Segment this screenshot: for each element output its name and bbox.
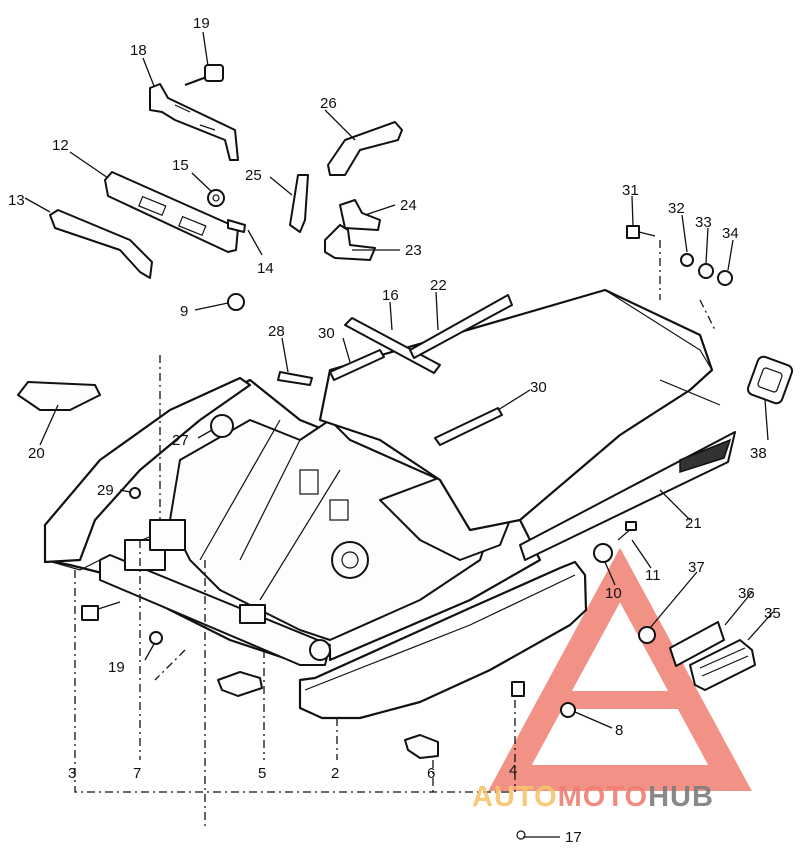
callout-4: 4 bbox=[509, 762, 517, 779]
rail-13 bbox=[49, 209, 153, 279]
trim-plate-12 bbox=[104, 171, 239, 253]
watermark-hub: HUB bbox=[648, 781, 714, 813]
callout-30-lower: 30 bbox=[530, 379, 547, 396]
callout-30-upper: 30 bbox=[318, 325, 335, 342]
nut-37 bbox=[638, 626, 656, 644]
callout-16: 16 bbox=[382, 287, 399, 304]
reflector-38 bbox=[746, 355, 794, 405]
nut-34 bbox=[717, 270, 733, 286]
callout-17: 17 bbox=[565, 829, 582, 846]
callout-27: 27 bbox=[172, 432, 189, 449]
callout-25: 25 bbox=[245, 167, 262, 184]
callout-26: 26 bbox=[320, 95, 337, 112]
callout-15: 15 bbox=[172, 157, 189, 174]
grommet-10 bbox=[593, 543, 613, 563]
plug-4 bbox=[511, 681, 525, 697]
reflector-35 bbox=[689, 639, 756, 691]
bolt-19-lower bbox=[81, 601, 121, 621]
callout-36: 36 bbox=[738, 585, 755, 602]
callout-19-top: 19 bbox=[193, 15, 210, 32]
callout-23: 23 bbox=[405, 242, 422, 259]
bracket-23 bbox=[324, 224, 376, 261]
watermark-moto: MOTO bbox=[558, 781, 648, 813]
bracket-24 bbox=[339, 199, 381, 231]
callout-31: 31 bbox=[622, 182, 639, 199]
rod-16 bbox=[344, 317, 441, 374]
svg-text:AUTOMOTOHUB: AUTOMOTOHUB bbox=[472, 781, 714, 813]
clamp-6 bbox=[404, 734, 439, 759]
grommet-9 bbox=[227, 293, 245, 311]
leader-lines bbox=[24, 31, 774, 838]
callout-labels: 19 18 26 12 15 25 24 13 14 23 31 32 33 3… bbox=[8, 15, 781, 846]
pin-28 bbox=[277, 371, 313, 386]
callout-28: 28 bbox=[268, 323, 285, 340]
callout-10: 10 bbox=[605, 585, 622, 602]
callout-8: 8 bbox=[615, 722, 623, 739]
bolt-31 bbox=[626, 225, 656, 239]
callout-13: 13 bbox=[8, 192, 25, 209]
clip-14 bbox=[227, 219, 246, 233]
washer-19-lower bbox=[149, 631, 163, 645]
callout-12: 12 bbox=[52, 137, 69, 154]
callout-37: 37 bbox=[688, 559, 705, 576]
cap-29 bbox=[129, 487, 141, 499]
callout-2: 2 bbox=[331, 765, 339, 782]
callout-21: 21 bbox=[685, 515, 702, 532]
callout-38: 38 bbox=[750, 445, 767, 462]
bolt-19-top bbox=[184, 64, 224, 86]
callout-20: 20 bbox=[28, 445, 45, 462]
clip-5 bbox=[217, 671, 263, 697]
callout-11: 11 bbox=[645, 567, 661, 584]
watermark-logo-triangle bbox=[488, 547, 752, 791]
watermark-text: AUTOMOTOHUB bbox=[472, 781, 714, 813]
callout-35: 35 bbox=[764, 605, 781, 622]
watermark-auto: AUTO bbox=[472, 781, 558, 813]
callout-34: 34 bbox=[722, 225, 739, 242]
clip-17 bbox=[516, 830, 526, 840]
rod-30-upper bbox=[329, 349, 385, 381]
callout-22: 22 bbox=[430, 277, 447, 294]
callout-33: 33 bbox=[695, 214, 712, 231]
callout-5: 5 bbox=[258, 765, 266, 782]
grommet-15 bbox=[207, 189, 225, 207]
bracket-18 bbox=[149, 83, 239, 161]
frame-base bbox=[43, 378, 542, 666]
bracket-26 bbox=[327, 121, 403, 176]
nut-8 bbox=[560, 702, 576, 718]
callout-6: 6 bbox=[427, 765, 435, 782]
front-side-cowl bbox=[43, 376, 252, 564]
callout-14: 14 bbox=[257, 260, 274, 277]
bushing-27 bbox=[210, 414, 234, 438]
hose-25 bbox=[289, 174, 309, 233]
callout-7: 7 bbox=[133, 765, 141, 782]
callout-3: 3 bbox=[68, 765, 76, 782]
assembly-lines bbox=[74, 240, 716, 830]
callout-19-lower: 19 bbox=[108, 659, 125, 676]
strip-22 bbox=[409, 294, 513, 359]
callout-9: 9 bbox=[180, 303, 188, 320]
callout-29: 29 bbox=[97, 482, 114, 499]
callout-24: 24 bbox=[400, 197, 417, 214]
guard-20 bbox=[17, 381, 101, 411]
bracket-36 bbox=[669, 621, 725, 667]
rod-30-lower bbox=[434, 407, 503, 446]
washer-33 bbox=[698, 263, 714, 279]
washer-32 bbox=[680, 253, 694, 267]
side-cover-panel bbox=[298, 560, 588, 720]
screw-11 bbox=[617, 521, 637, 541]
callout-32: 32 bbox=[668, 200, 685, 217]
callout-18: 18 bbox=[130, 42, 147, 59]
